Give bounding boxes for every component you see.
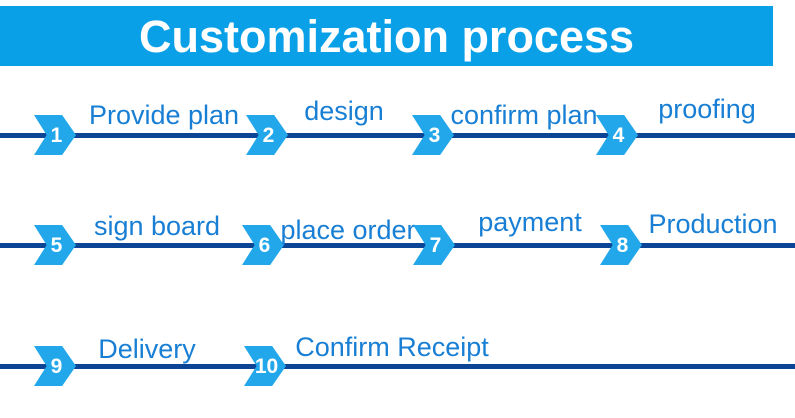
step-6-label: place order xyxy=(280,215,416,245)
page-title: Customization process xyxy=(138,10,635,62)
process-line-row-3 xyxy=(0,364,795,369)
step-5-label: sign board xyxy=(93,211,221,241)
step-2-number: 2 xyxy=(262,123,275,147)
step-8-label: Production xyxy=(648,209,778,239)
process-line-row-1 xyxy=(0,133,795,138)
step-5-number: 5 xyxy=(50,233,63,257)
step-7-label: payment xyxy=(478,207,582,237)
title-banner: Customization process xyxy=(0,6,773,66)
process-line-row-2 xyxy=(0,243,795,248)
step-8-number: 8 xyxy=(616,233,629,257)
step-2-label: design xyxy=(304,96,384,126)
step-10-number: 10 xyxy=(254,354,279,378)
step-3-label: confirm plan xyxy=(450,100,598,130)
step-3-number: 3 xyxy=(428,123,441,147)
step-4-number: 4 xyxy=(612,123,625,147)
step-7-number: 7 xyxy=(429,233,442,257)
step-1-label: Provide plan xyxy=(88,100,240,130)
step-9-label: Delivery xyxy=(98,334,196,364)
step-9-number: 9 xyxy=(50,354,63,378)
step-10-label: Confirm Receipt xyxy=(295,332,489,362)
step-6-number: 6 xyxy=(258,233,271,257)
step-4-label: proofing xyxy=(658,94,756,124)
step-1-number: 1 xyxy=(50,123,63,147)
